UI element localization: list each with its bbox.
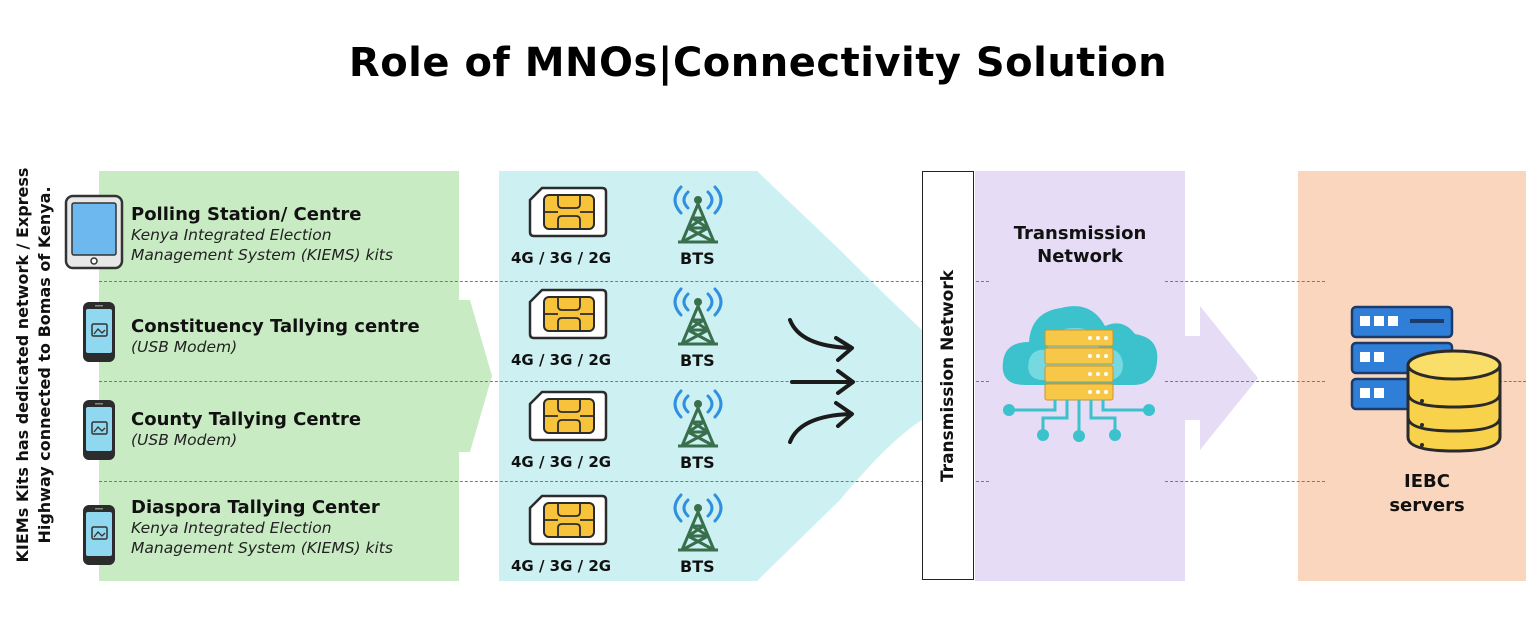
iebc-servers-label: IEBC servers bbox=[1298, 470, 1536, 518]
dashed-separator bbox=[99, 281, 989, 282]
location-title: Polling Station/ Centre bbox=[131, 204, 362, 225]
tablet-icon bbox=[64, 194, 124, 270]
location-title: County Tallying Centre bbox=[131, 409, 362, 430]
dashed-separator bbox=[1165, 381, 1325, 382]
location-diaspora: Diaspora Tallying Center Kenya Integrate… bbox=[131, 497, 393, 558]
location-subtitle: Kenya Integrated Election bbox=[131, 226, 332, 244]
network-generation-label: 4G / 3G / 2G bbox=[511, 557, 612, 575]
page-title: Role of MNOs|Connectivity Solution bbox=[348, 40, 1168, 86]
location-subtitle: (USB Modem) bbox=[131, 338, 238, 356]
transmission-network-label: Transmission Network bbox=[985, 222, 1175, 268]
lavender-flow-arrow bbox=[1185, 306, 1258, 450]
network-generation-label: 4G / 3G / 2G bbox=[511, 249, 612, 267]
transmission-label-line1: Transmission bbox=[1013, 223, 1147, 244]
phone-icon bbox=[83, 400, 115, 460]
location-title: Constituency Tallying centre bbox=[131, 316, 420, 337]
bts-label: BTS bbox=[680, 453, 715, 472]
flow-arrows bbox=[788, 318, 855, 444]
location-constituency: Constituency Tallying centre (USB Modem) bbox=[131, 316, 420, 357]
location-subtitle: Management System (KIEMS) kits bbox=[131, 539, 393, 557]
location-subtitle: Management System (KIEMS) kits bbox=[131, 246, 393, 264]
green-flow-arrow bbox=[459, 300, 492, 452]
location-title: Diaspora Tallying Center bbox=[131, 497, 380, 518]
locations-panel bbox=[99, 171, 459, 581]
curved-arrow-icon bbox=[788, 401, 854, 444]
dashed-separator bbox=[1165, 481, 1325, 482]
straight-arrow-icon bbox=[790, 369, 855, 395]
phone-icon bbox=[83, 505, 115, 565]
bts-label: BTS bbox=[680, 351, 715, 370]
bts-label: BTS bbox=[680, 557, 715, 576]
bts-label: BTS bbox=[680, 249, 715, 268]
dashed-separator bbox=[1165, 281, 1325, 282]
iebc-label-line2: servers bbox=[1389, 495, 1465, 516]
curved-arrow-icon bbox=[788, 318, 854, 362]
teal-funnel-shape bbox=[757, 171, 922, 581]
network-generation-label: 4G / 3G / 2G bbox=[511, 351, 612, 369]
transmission-network-box: Transmission Network bbox=[922, 171, 974, 580]
cloud-server-icon bbox=[1002, 306, 1158, 442]
dashed-separator bbox=[1480, 381, 1526, 382]
transmission-network-box-label: Transmission Network bbox=[938, 269, 958, 483]
dashed-separator bbox=[99, 481, 989, 482]
phone-icon bbox=[83, 302, 115, 362]
dashed-separator bbox=[99, 381, 989, 382]
iebc-label-line1: IEBC bbox=[1404, 471, 1450, 492]
server-database-icon bbox=[1350, 305, 1502, 453]
transmission-label-line2: Network bbox=[1037, 246, 1123, 267]
location-subtitle: (USB Modem) bbox=[131, 431, 238, 449]
location-subtitle: Kenya Integrated Election bbox=[131, 519, 332, 537]
network-generation-label: 4G / 3G / 2G bbox=[511, 453, 612, 471]
location-county: County Tallying Centre (USB Modem) bbox=[131, 409, 361, 450]
location-polling-station: Polling Station/ Centre Kenya Integrated… bbox=[131, 204, 393, 265]
